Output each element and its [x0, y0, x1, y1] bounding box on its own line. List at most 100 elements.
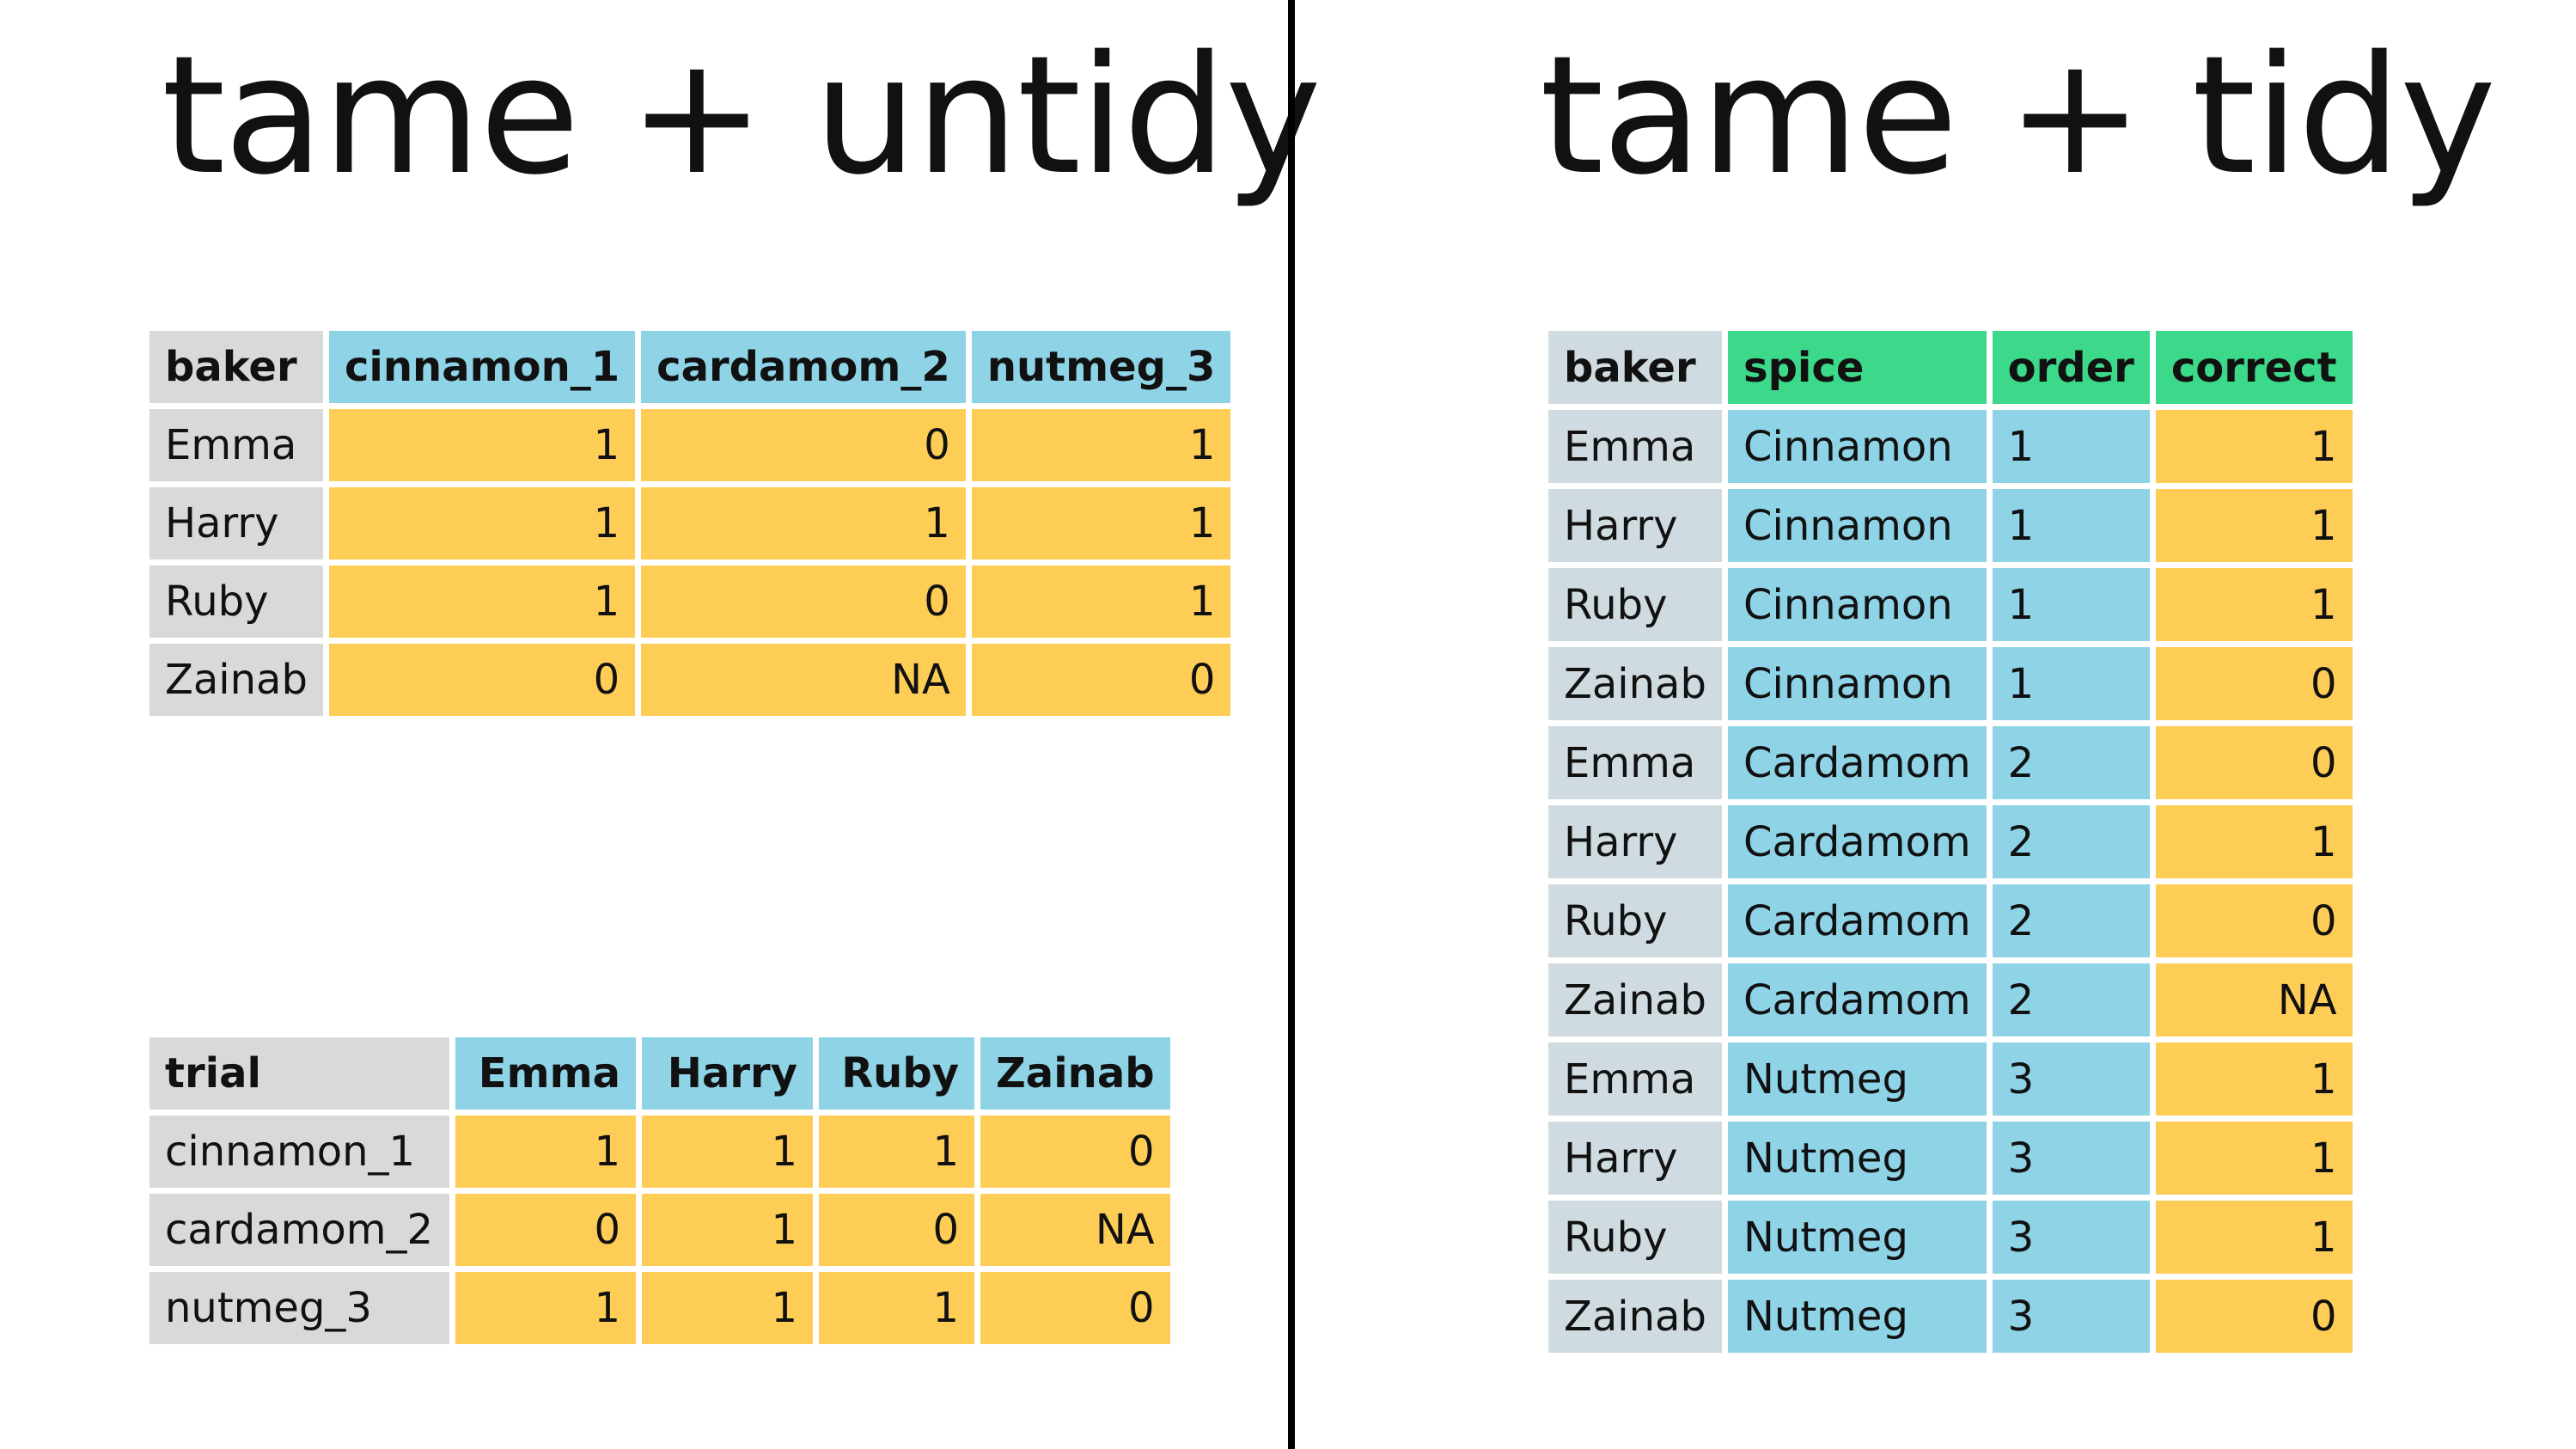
value-cell: 0 [641, 409, 966, 481]
baker-cell: Ruby [1548, 1201, 1722, 1274]
baker-cell: Ruby [150, 566, 323, 638]
value-cell: 0 [980, 1116, 1170, 1188]
table-header-row: baker spice order correct [1548, 331, 2353, 404]
order-cell: 2 [1992, 726, 2150, 799]
column-header-spice: spice [1728, 331, 1987, 404]
table-row: Ruby Nutmeg 3 1 [1548, 1201, 2353, 1274]
baker-cell: Harry [1548, 1122, 1722, 1195]
value-cell: 1 [328, 409, 636, 481]
trial-cell: cardamom_2 [150, 1194, 449, 1266]
baker-cell: Harry [150, 487, 323, 559]
baker-cell: Zainab [150, 644, 323, 716]
order-cell: 3 [1992, 1042, 2150, 1116]
value-cell: 0 [819, 1194, 974, 1266]
table-header-row: baker cinnamon_1 cardamom_2 nutmeg_3 [150, 331, 1231, 403]
order-cell: 3 [1992, 1280, 2150, 1353]
trial-cell: nutmeg_3 [150, 1272, 449, 1344]
correct-cell: 1 [2155, 1201, 2353, 1274]
table-row: Emma Cinnamon 1 1 [1548, 410, 2353, 483]
spice-cell: Nutmeg [1728, 1201, 1987, 1274]
value-cell: 1 [455, 1116, 636, 1188]
order-cell: 2 [1992, 884, 2150, 957]
column-header-cinnamon: cinnamon_1 [328, 331, 636, 403]
table-row: Emma 1 0 1 [150, 409, 1231, 481]
spice-cell: Cinnamon [1728, 568, 1987, 641]
column-header-trial: trial [150, 1037, 449, 1110]
column-header-correct: correct [2155, 331, 2353, 404]
table-row: Ruby 1 0 1 [150, 566, 1231, 638]
value-cell: 0 [971, 644, 1231, 716]
spice-cell: Nutmeg [1728, 1280, 1987, 1353]
baker-cell: Harry [1548, 805, 1722, 878]
column-header-baker: baker [150, 331, 323, 403]
value-cell: 0 [455, 1194, 636, 1266]
value-cell: 1 [642, 1116, 813, 1188]
value-cell: 0 [980, 1272, 1170, 1344]
value-cell: 1 [642, 1194, 813, 1266]
spice-cell: Cinnamon [1728, 410, 1987, 483]
table-row: Ruby Cinnamon 1 1 [1548, 568, 2353, 641]
title-tame-tidy: tame + tidy [1540, 21, 2496, 211]
column-header-cardamom: cardamom_2 [641, 331, 966, 403]
title-tame-untidy: tame + untidy [162, 21, 1322, 211]
correct-cell: 0 [2155, 726, 2353, 799]
table-row: cinnamon_1 1 1 1 0 [150, 1116, 1170, 1188]
order-cell: 1 [1992, 647, 2150, 720]
spice-cell: Nutmeg [1728, 1122, 1987, 1195]
value-cell: 1 [328, 487, 636, 559]
spice-cell: Cinnamon [1728, 489, 1987, 562]
correct-cell: 1 [2155, 489, 2353, 562]
value-cell: 0 [641, 566, 966, 638]
correct-cell: 1 [2155, 805, 2353, 878]
column-header-zainab: Zainab [980, 1037, 1170, 1110]
order-cell: 2 [1992, 963, 2150, 1036]
order-cell: 1 [1992, 568, 2150, 641]
baker-cell: Zainab [1548, 1280, 1722, 1353]
order-cell: 1 [1992, 489, 2150, 562]
baker-cell: Emma [1548, 1042, 1722, 1116]
baker-cell: Harry [1548, 489, 1722, 562]
tidy-table: baker spice order correct Emma Cinnamon … [1542, 325, 2359, 1359]
table-row: Zainab Cardamom 2 NA [1548, 963, 2353, 1036]
table-row: Zainab 0 NA 0 [150, 644, 1231, 716]
correct-cell: 0 [2155, 1280, 2353, 1353]
value-cell: 1 [455, 1272, 636, 1344]
trial-cell: cinnamon_1 [150, 1116, 449, 1188]
baker-cell: Zainab [1548, 647, 1722, 720]
baker-cell: Zainab [1548, 963, 1722, 1036]
correct-cell: NA [2155, 963, 2353, 1036]
value-cell: 1 [328, 566, 636, 638]
value-cell: 1 [971, 566, 1231, 638]
table-row: Harry Cardamom 2 1 [1548, 805, 2353, 878]
spice-cell: Cardamom [1728, 884, 1987, 957]
value-cell: 1 [641, 487, 966, 559]
value-cell: NA [641, 644, 966, 716]
column-header-emma: Emma [455, 1037, 636, 1110]
value-cell: 1 [971, 409, 1231, 481]
baker-cell: Emma [1548, 726, 1722, 799]
baker-cell: Emma [150, 409, 323, 481]
table-row: Harry Nutmeg 3 1 [1548, 1122, 2353, 1195]
correct-cell: 1 [2155, 1122, 2353, 1195]
trial-untidy-table: trial Emma Harry Ruby Zainab cinnamon_1 … [143, 1031, 1176, 1350]
column-header-order: order [1992, 331, 2150, 404]
order-cell: 3 [1992, 1201, 2150, 1274]
value-cell: NA [980, 1194, 1170, 1266]
correct-cell: 1 [2155, 568, 2353, 641]
baker-cell: Ruby [1548, 568, 1722, 641]
baker-cell: Ruby [1548, 884, 1722, 957]
column-header-nutmeg: nutmeg_3 [971, 331, 1231, 403]
table-row: Emma Nutmeg 3 1 [1548, 1042, 2353, 1116]
table-row: cardamom_2 0 1 0 NA [150, 1194, 1170, 1266]
spice-cell: Nutmeg [1728, 1042, 1987, 1116]
order-cell: 3 [1992, 1122, 2150, 1195]
table-row: Ruby Cardamom 2 0 [1548, 884, 2353, 957]
spice-cell: Cardamom [1728, 805, 1987, 878]
order-cell: 2 [1992, 805, 2150, 878]
value-cell: 1 [819, 1272, 974, 1344]
table-row: nutmeg_3 1 1 1 0 [150, 1272, 1170, 1344]
table-row: Emma Cardamom 2 0 [1548, 726, 2353, 799]
value-cell: 1 [971, 487, 1231, 559]
table-row: Zainab Cinnamon 1 0 [1548, 647, 2353, 720]
value-cell: 0 [328, 644, 636, 716]
